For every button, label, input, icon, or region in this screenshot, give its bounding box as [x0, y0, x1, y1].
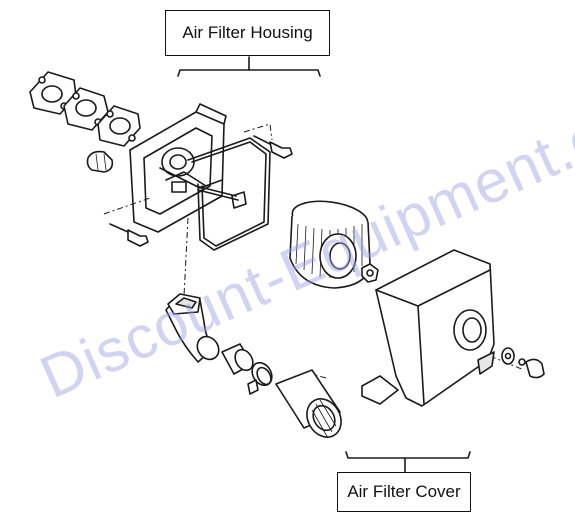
- choke-knob: [86, 150, 114, 173]
- bolt-upper: [253, 135, 293, 159]
- pre-filter: [275, 369, 342, 439]
- gasket-1: [29, 71, 77, 115]
- wire-bracket: [187, 137, 271, 251]
- washer: [518, 358, 526, 366]
- cover-knob: [525, 358, 545, 379]
- filter-nut: [361, 263, 379, 283]
- air-filter-housing-label: Air Filter Housing: [165, 10, 330, 56]
- pin: [231, 191, 247, 209]
- air-filter-cover-label: Air Filter Cover: [337, 472, 471, 512]
- housing-callout-bracket: [177, 56, 321, 77]
- filter-element: [289, 200, 371, 289]
- elbow-duct: [165, 293, 220, 363]
- air-filter-housing: [129, 103, 227, 233]
- rod: [195, 185, 239, 201]
- gasket-3: [97, 105, 141, 147]
- cover-nut: [501, 347, 515, 365]
- hose-clamp: [247, 361, 273, 395]
- hose-sleeve: [221, 343, 254, 375]
- cover-callout-bracket: [345, 451, 471, 473]
- air-filter-cover: [361, 249, 495, 407]
- bolt-lower: [109, 223, 149, 247]
